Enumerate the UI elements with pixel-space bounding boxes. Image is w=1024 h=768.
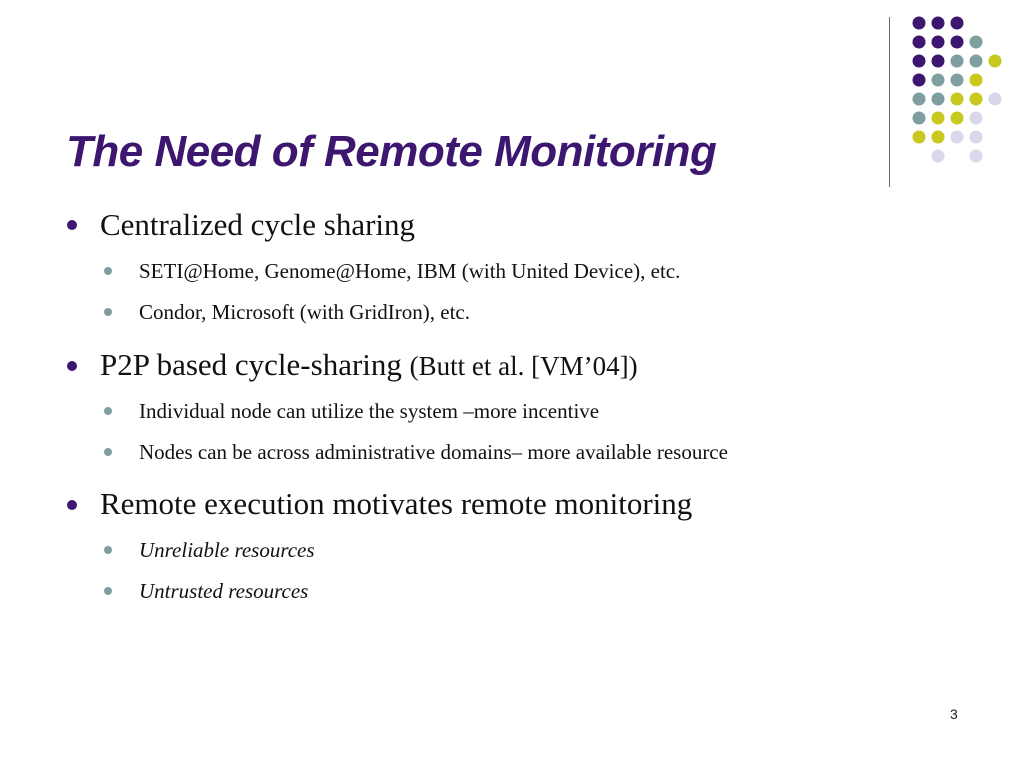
title-divider-line bbox=[889, 17, 890, 187]
decorative-dot bbox=[931, 149, 945, 163]
bullet-3: Remote execution motivates remote monito… bbox=[100, 486, 692, 522]
decorative-dot bbox=[912, 16, 926, 30]
decorative-dot bbox=[950, 111, 964, 125]
decorative-dot bbox=[969, 35, 983, 49]
decorative-dot bbox=[988, 92, 1002, 106]
decorative-dot bbox=[969, 92, 983, 106]
decorative-dot bbox=[969, 149, 983, 163]
bullet-2-citation: (Butt et al. [VM’04]) bbox=[409, 351, 638, 381]
bullet-3-1: Unreliable resources bbox=[139, 538, 315, 562]
decorative-dot bbox=[969, 111, 983, 125]
bullet-2-marker bbox=[67, 361, 77, 371]
decorative-dot bbox=[912, 73, 926, 87]
bullet-3-2-marker bbox=[104, 587, 112, 595]
decorative-dot bbox=[969, 73, 983, 87]
bullet-3-text: Remote execution motivates remote monito… bbox=[100, 486, 693, 521]
decorative-dot bbox=[950, 92, 964, 106]
decorative-dot bbox=[931, 130, 945, 144]
decorative-dot bbox=[912, 130, 926, 144]
decorative-dot bbox=[931, 35, 945, 49]
decorative-dot-grid bbox=[912, 16, 1002, 163]
slide-title: The Need of Remote Monitoring bbox=[66, 127, 717, 176]
decorative-dot bbox=[969, 130, 983, 144]
decorative-dot bbox=[912, 111, 926, 125]
bullet-3-marker bbox=[67, 500, 77, 510]
decorative-dot bbox=[950, 73, 964, 87]
decorative-dot bbox=[931, 54, 945, 68]
bullet-1-1-marker bbox=[104, 267, 112, 275]
decorative-dot bbox=[912, 35, 926, 49]
decorative-dot bbox=[912, 54, 926, 68]
bullet-2-1: Individual node can utilize the system –… bbox=[139, 399, 600, 423]
page-number: 3 bbox=[950, 706, 958, 722]
decorative-dot bbox=[969, 54, 983, 68]
bullet-2-2-marker bbox=[104, 448, 112, 456]
bullet-1-text: Centralized cycle sharing bbox=[100, 207, 416, 242]
decorative-dot bbox=[931, 92, 945, 106]
decorative-dot bbox=[950, 35, 964, 49]
decorative-dot bbox=[931, 111, 945, 125]
bullet-2-1-marker bbox=[104, 407, 112, 415]
decorative-dot bbox=[988, 54, 1002, 68]
bullet-1-marker bbox=[67, 220, 77, 230]
bullet-2: P2P based cycle-sharing (Butt et al. [VM… bbox=[100, 347, 638, 384]
bullet-1-2: Condor, Microsoft (with GridIron), etc. bbox=[139, 300, 471, 324]
bullet-3-2: Untrusted resources bbox=[139, 579, 309, 603]
bullet-1: Centralized cycle sharing bbox=[100, 207, 415, 243]
bullet-3-1-marker bbox=[104, 546, 112, 554]
bullet-1-2-marker bbox=[104, 308, 112, 316]
decorative-dot bbox=[912, 92, 926, 106]
decorative-dot bbox=[931, 73, 945, 87]
decorative-dot bbox=[950, 16, 964, 30]
bullet-2-2: Nodes can be across administrative domai… bbox=[139, 440, 728, 464]
bullet-1-1: SETI@Home, Genome@Home, IBM (with United… bbox=[139, 259, 681, 283]
bullet-2-text: P2P based cycle-sharing bbox=[100, 347, 402, 382]
decorative-dot bbox=[950, 130, 964, 144]
decorative-dot bbox=[931, 16, 945, 30]
decorative-dot bbox=[950, 54, 964, 68]
